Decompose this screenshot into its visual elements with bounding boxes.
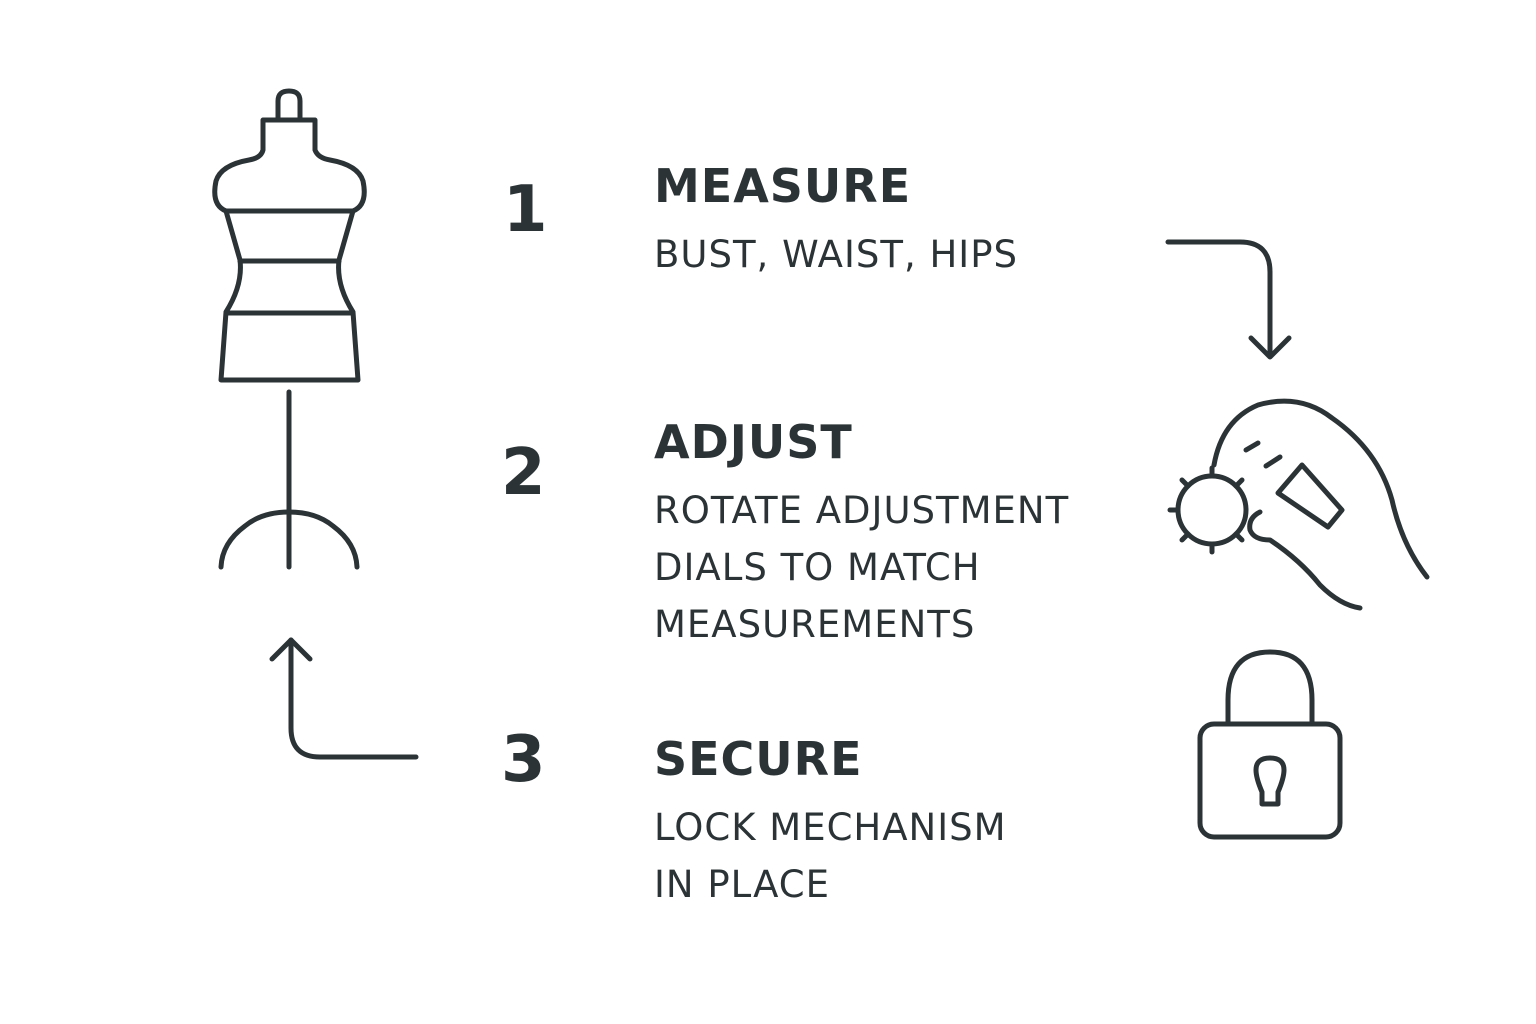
step-3-description: LOCK MECHANISM IN PLACE [654, 799, 1007, 913]
step-1-title: MEASURE [654, 159, 912, 213]
step-2-title: ADJUST [654, 415, 853, 469]
step-2-description-line: DIALS TO MATCH [654, 546, 981, 589]
step-3-title: SECURE [654, 732, 863, 786]
step-2-description: ROTATE ADJUSTMENT DIALS TO MATCH MEASURE… [654, 482, 1069, 653]
step-1-number: 1 [503, 173, 548, 247]
step-3-description-line: IN PLACE [654, 863, 830, 906]
padlock-icon [1197, 649, 1343, 840]
dress-form-icon [212, 88, 367, 570]
arrow-up-left-icon [269, 637, 419, 760]
step-2-description-line: ROTATE ADJUSTMENT [654, 489, 1070, 532]
step-2-number: 2 [501, 436, 546, 510]
hand-turning-dial-icon [1167, 398, 1430, 611]
step-3-number: 3 [501, 723, 546, 797]
step-1-description: BUST, WAIST, HIPS [654, 226, 1018, 283]
step-2-description-line: MEASUREMENTS [654, 603, 976, 646]
step-1-description-line: BUST, WAIST, HIPS [654, 233, 1019, 276]
arrow-down-right-icon [1165, 239, 1292, 360]
step-3-description-line: LOCK MECHANISM [654, 806, 1007, 849]
